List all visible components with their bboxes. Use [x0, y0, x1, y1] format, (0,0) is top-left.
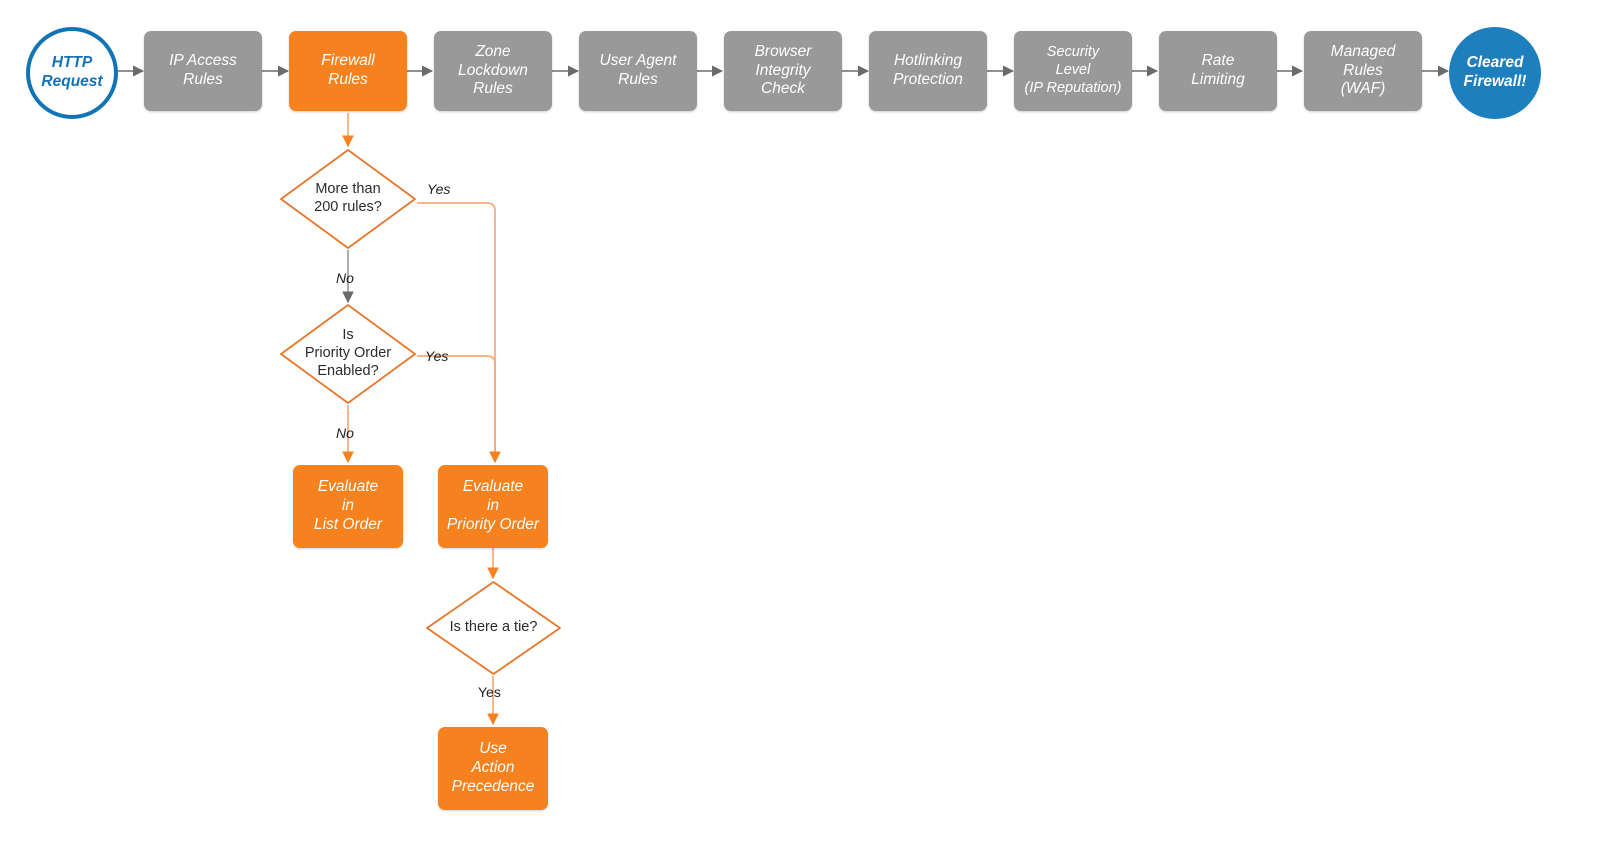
- node-label: Hotlinking Protection: [893, 52, 963, 88]
- decision-label: More than 200 rules?: [314, 181, 382, 215]
- decision-priority-order-enabled[interactable]: Is Priority Order Enabled?: [278, 302, 418, 406]
- diamond-shape: [426, 581, 561, 675]
- diamond-shape: [280, 304, 416, 404]
- node-label: HTTP Request: [41, 54, 103, 90]
- node-label: Rate Limiting: [1191, 52, 1245, 88]
- edge-label-yes-200-rules: Yes: [427, 181, 450, 197]
- decision-label: Is there a tie?: [449, 619, 538, 636]
- node-label: Evaluate in Priority Order: [446, 478, 540, 533]
- edge-label-text: No: [336, 270, 354, 286]
- node-label: Cleared Firewall!: [1463, 54, 1527, 90]
- node-label: User Agent Rules: [599, 52, 677, 88]
- node-label: IP Access Rules: [169, 52, 237, 88]
- action-use-action-precedence[interactable]: Use Action Precedence: [438, 727, 548, 810]
- node-managed-rules-waf[interactable]: Managed Rules (WAF): [1304, 31, 1422, 111]
- node-firewall-rules[interactable]: Firewall Rules: [289, 31, 407, 111]
- node-http-request[interactable]: HTTP Request: [26, 27, 118, 119]
- node-cleared-firewall[interactable]: Cleared Firewall!: [1449, 27, 1541, 119]
- edge-label-yes-tie: Yes: [478, 684, 501, 700]
- node-label: Use Action Precedence: [451, 740, 535, 795]
- node-rate-limiting[interactable]: Rate Limiting: [1159, 31, 1277, 111]
- node-label: Zone Lockdown Rules: [458, 42, 528, 98]
- node-security-level[interactable]: Security Level (IP Reputation): [1014, 31, 1132, 111]
- diamond-shape: [280, 149, 416, 249]
- node-label: Browser Integrity Check: [754, 42, 812, 98]
- decision-more-than-200-rules[interactable]: More than 200 rules?: [278, 147, 418, 251]
- node-ip-access-rules[interactable]: IP Access Rules: [144, 31, 262, 111]
- edge-decision2-yes: [417, 355, 496, 455]
- node-label: Firewall Rules: [321, 52, 375, 88]
- edge-label-text: Yes: [427, 181, 451, 197]
- edge-label-no-priority-order: No: [336, 425, 354, 441]
- node-browser-integrity-check[interactable]: Browser Integrity Check: [724, 31, 842, 111]
- edge-label-yes-priority-order: Yes: [425, 348, 448, 364]
- decision-label: Is Priority Order Enabled?: [304, 327, 392, 379]
- edge-label-text: Yes: [425, 348, 449, 364]
- edge-label-text: Yes: [478, 684, 501, 700]
- edge-decision1-yes: [417, 202, 496, 455]
- node-label: Evaluate in List Order: [313, 478, 383, 533]
- action-evaluate-priority-order[interactable]: Evaluate in Priority Order: [438, 465, 548, 548]
- node-user-agent-rules[interactable]: User Agent Rules: [579, 31, 697, 111]
- node-zone-lockdown-rules[interactable]: Zone Lockdown Rules: [434, 31, 552, 111]
- decision-is-there-a-tie[interactable]: Is there a tie?: [424, 579, 563, 677]
- edge-label-text: No: [336, 425, 354, 441]
- node-hotlinking-protection[interactable]: Hotlinking Protection: [869, 31, 987, 111]
- node-label: Security Level (IP Reputation): [1024, 44, 1122, 96]
- action-evaluate-list-order[interactable]: Evaluate in List Order: [293, 465, 403, 548]
- edge-label-no-200-rules: No: [336, 270, 354, 286]
- node-label: Managed Rules (WAF): [1330, 42, 1396, 98]
